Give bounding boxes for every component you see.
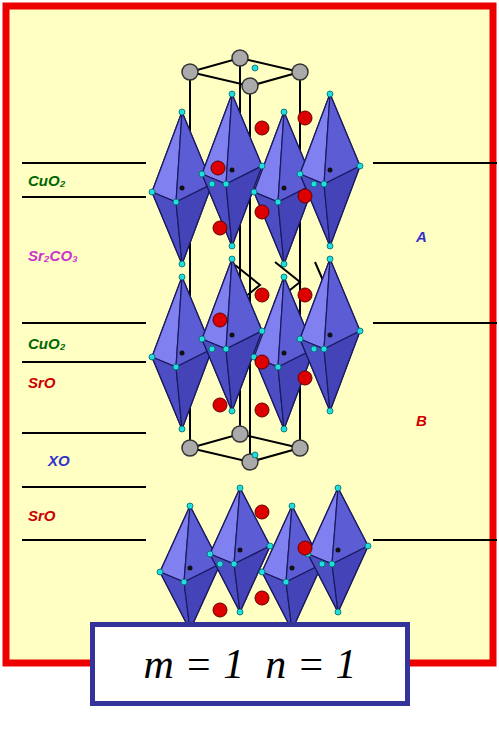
- octahedron: [202, 94, 262, 246]
- octahedron: [300, 259, 360, 411]
- octahedron: [152, 112, 212, 264]
- parameter-text: m = 1 n = 1: [95, 643, 405, 685]
- octahedron: [152, 277, 212, 429]
- layer-lines: [22, 163, 497, 540]
- octahedron: [210, 488, 270, 612]
- block-label: B: [416, 413, 427, 428]
- block-label: A: [416, 229, 427, 244]
- layer-label: Sr₂CO₃: [28, 248, 78, 263]
- unit-cell: [190, 58, 325, 462]
- layer-label: CuO₂: [28, 336, 65, 351]
- layer-label: CuO₂: [28, 173, 65, 188]
- octahedron: [202, 259, 262, 411]
- parameter-box: m = 1 n = 1: [90, 622, 410, 706]
- octahedron: [308, 488, 368, 612]
- layer-label: SrO: [28, 508, 56, 523]
- octahedron: [254, 112, 314, 264]
- octahedron: [262, 506, 322, 630]
- octahedron: [160, 506, 220, 630]
- layer-label: SrO: [28, 375, 56, 390]
- octahedron: [254, 277, 314, 429]
- panel-frame: [6, 6, 493, 663]
- layer-label: XO: [48, 453, 70, 468]
